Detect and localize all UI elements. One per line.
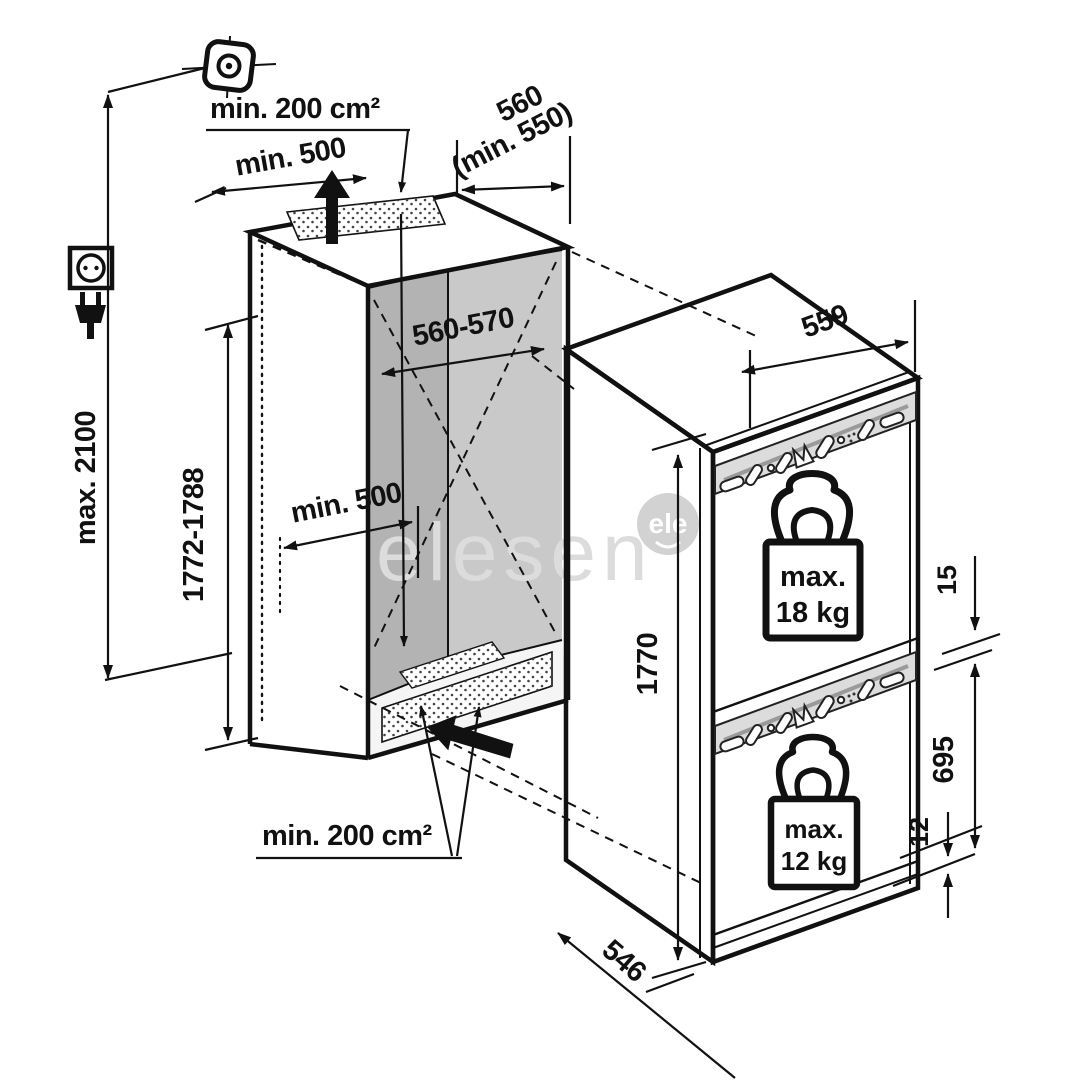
dim-lower-section-height: 695 — [928, 663, 980, 849]
dim-label-lower-section-height: 695 — [928, 736, 960, 783]
callout-bottom-vent: min. 200 cm² — [256, 705, 482, 860]
upper-door-bottom-edge — [712, 636, 919, 714]
watermark-badge-circle — [637, 493, 699, 555]
niche-cabinet — [242, 170, 576, 761]
label-bottom-vent-area: min. 200 cm² — [262, 820, 433, 852]
airflow-in-arrow-icon — [427, 715, 514, 759]
dim-label-bottom-gap: 12 — [904, 817, 934, 847]
dim-label-appliance-height: 1770 — [632, 633, 664, 696]
dim-label-appliance-depth: 546 — [596, 934, 653, 989]
appliance: max. 18 kg max. 12 kg — [561, 272, 923, 967]
label-top-vent-area: min. 200 cm² — [210, 93, 381, 125]
dim-max-overall-height: max. 2100 — [70, 66, 233, 682]
watermark-badge-text: ele — [649, 508, 688, 539]
dim-label-max-overall-height: max. 2100 — [70, 411, 102, 545]
dim-appliance-height: 1770 — [632, 432, 707, 980]
appliance-fills — [566, 275, 918, 962]
vent-crosshair-icon — [181, 35, 277, 99]
power-socket-icon — [67, 245, 115, 291]
niche-left-wall — [368, 270, 448, 700]
dim-bottom-gap: 12 — [892, 812, 983, 918]
dim-niche-height: 1772-1788 — [178, 314, 259, 752]
dim-label-niche-height: 1772-1788 — [178, 468, 210, 603]
weight-12kg-icon: max. 12 kg — [767, 733, 861, 891]
hinge-strip-middle — [714, 650, 917, 756]
lower-load-label-1: max. — [784, 814, 843, 844]
callout-top-vent: min. 200 cm² — [206, 93, 410, 647]
upper-load-label-2: 18 kg — [776, 597, 850, 629]
dim-label-top-gap: 15 — [932, 565, 962, 595]
hinge-strip-top — [714, 390, 917, 496]
upper-load-label-1: max. — [780, 561, 846, 593]
dim-top-gap: 15 — [932, 556, 1001, 672]
lower-load-label-2: 12 kg — [781, 846, 848, 876]
watermark: elesen ele — [376, 493, 699, 598]
lower-door-bottom-edge — [712, 859, 919, 937]
floor-vent-strip — [398, 641, 506, 689]
power-plug-icon — [75, 292, 106, 339]
weight-18kg-icon: max. 18 kg — [762, 470, 864, 642]
watermark-text: elesen — [376, 507, 654, 598]
